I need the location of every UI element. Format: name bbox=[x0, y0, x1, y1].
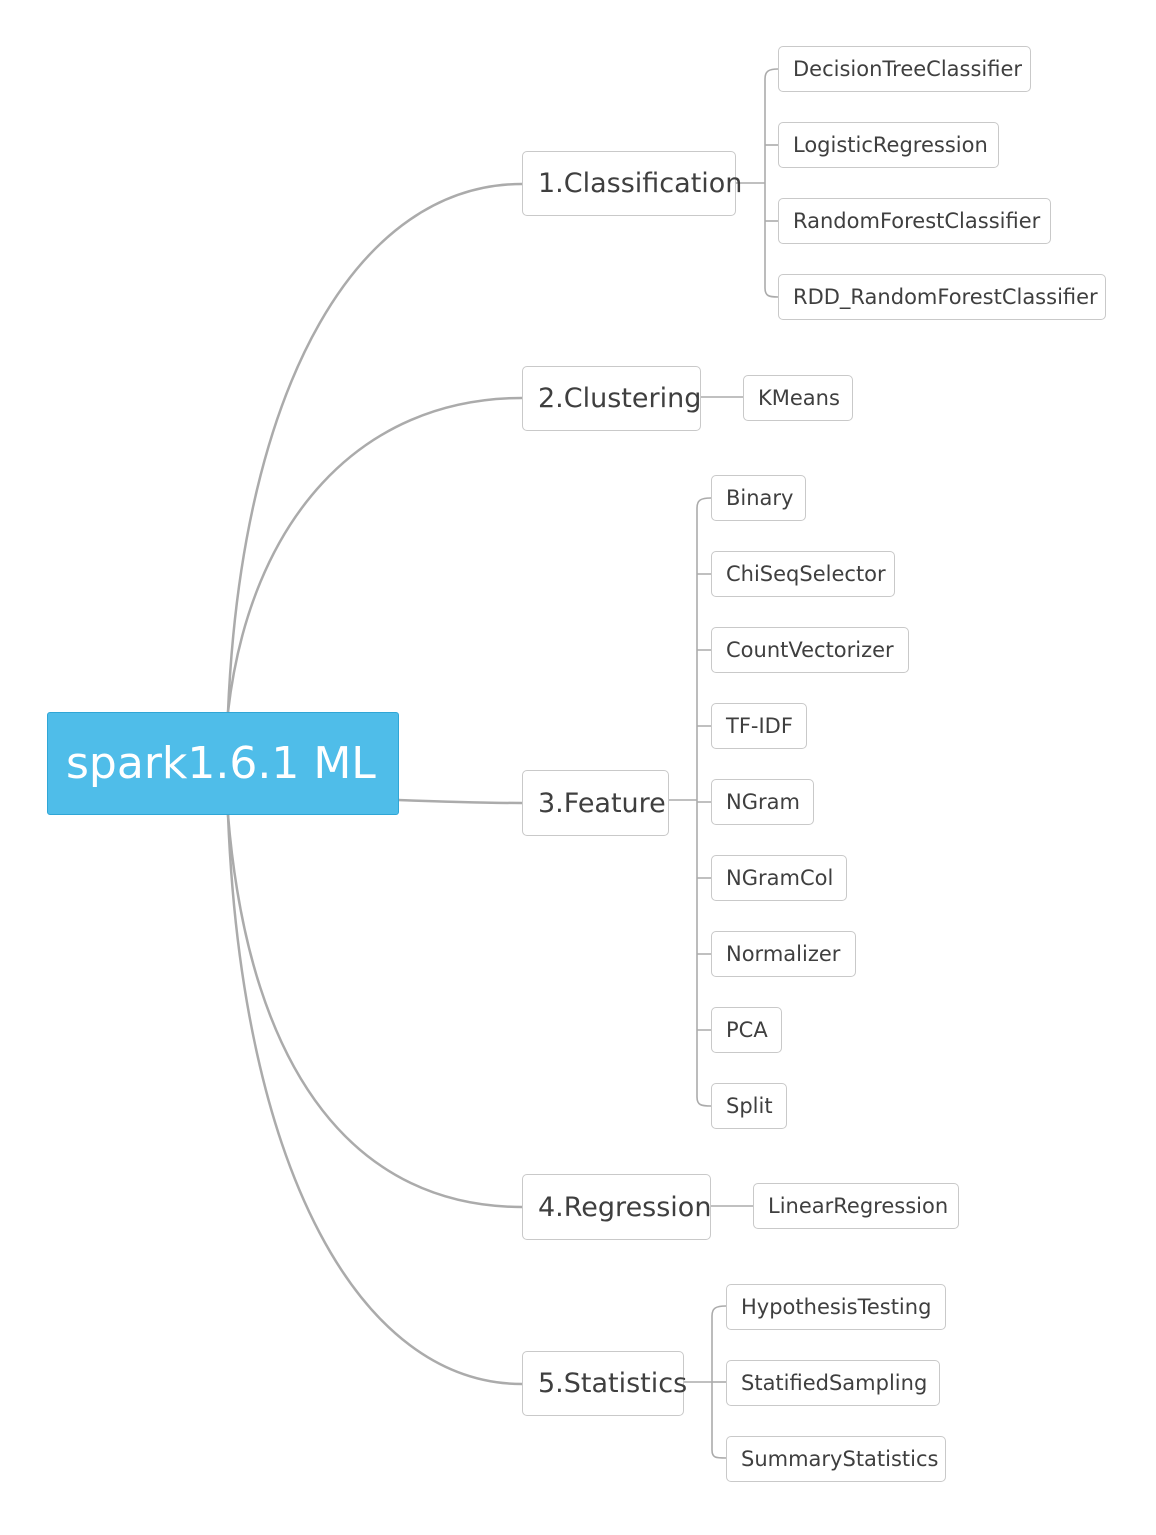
branch-feature[interactable]: 3.Feature bbox=[522, 770, 669, 836]
connector-root-regression bbox=[226, 814, 523, 1209]
leaf-linearregression[interactable]: LinearRegression bbox=[753, 1183, 959, 1229]
connector-root-statistics bbox=[226, 814, 523, 1386]
leaf-chiseqselector[interactable]: ChiSeqSelector bbox=[711, 551, 895, 597]
leaf-label: PCA bbox=[726, 1018, 768, 1042]
leaf-label: NGramCol bbox=[726, 866, 834, 890]
connector-statistics-spine bbox=[711, 1305, 727, 1459]
leaf-ngramcol[interactable]: NGramCol bbox=[711, 855, 847, 901]
connector-root-classification bbox=[226, 182, 523, 713]
root-topic-label: spark1.6.1 ML bbox=[66, 738, 376, 789]
leaf-label: TF-IDF bbox=[726, 714, 793, 738]
branch-regression-label: 4.Regression bbox=[538, 1191, 712, 1223]
leaf-kmeans[interactable]: KMeans bbox=[743, 375, 853, 421]
leaf-label: Normalizer bbox=[726, 942, 841, 966]
leaf-label: LinearRegression bbox=[768, 1194, 949, 1218]
leaf-label: HypothesisTesting bbox=[741, 1295, 932, 1319]
leaf-label: RandomForestClassifier bbox=[793, 209, 1041, 233]
branch-regression[interactable]: 4.Regression bbox=[522, 1174, 711, 1240]
leaf-decisiontreeclassifier[interactable]: DecisionTreeClassifier bbox=[778, 46, 1031, 92]
leaf-pca[interactable]: PCA bbox=[711, 1007, 782, 1053]
leaf-binary[interactable]: Binary bbox=[711, 475, 806, 521]
branch-classification-label: 1.Classification bbox=[538, 168, 743, 199]
connector-root-feature bbox=[397, 798, 523, 805]
leaf-label: RDD_RandomForestClassifier bbox=[793, 285, 1098, 309]
leaf-label: Binary bbox=[726, 486, 794, 510]
leaf-randomforestclassifier[interactable]: RandomForestClassifier bbox=[778, 198, 1051, 244]
branch-feature-label: 3.Feature bbox=[538, 787, 666, 819]
leaf-logisticregression[interactable]: LogisticRegression bbox=[778, 122, 999, 168]
leaf-normalizer[interactable]: Normalizer bbox=[711, 931, 856, 977]
leaf-countvectorizer[interactable]: CountVectorizer bbox=[711, 627, 909, 673]
leaf-tf-idf[interactable]: TF-IDF bbox=[711, 703, 807, 749]
connector-classification-spine bbox=[764, 68, 779, 298]
connector-feature-tick bbox=[697, 573, 711, 1031]
connector-root-clustering bbox=[226, 396, 523, 713]
branch-statistics[interactable]: 5.Statistics bbox=[522, 1351, 688, 1416]
branch-statistics-label: 5.Statistics bbox=[538, 1368, 688, 1399]
leaf-label: LogisticRegression bbox=[793, 133, 988, 157]
connector-feature-spine bbox=[696, 497, 712, 1107]
leaf-label: SummaryStatistics bbox=[741, 1447, 939, 1471]
leaf-label: Split bbox=[726, 1094, 773, 1118]
leaf-label: StatifiedSampling bbox=[741, 1371, 928, 1395]
leaf-ngram[interactable]: NGram bbox=[711, 779, 814, 825]
branch-clustering[interactable]: 2.Clustering bbox=[522, 366, 701, 431]
root-topic[interactable]: spark1.6.1 ML bbox=[47, 712, 399, 815]
leaf-summarystatistics[interactable]: SummaryStatistics bbox=[726, 1436, 946, 1482]
leaf-label: NGram bbox=[726, 790, 800, 814]
leaf-hypothesistesting[interactable]: HypothesisTesting bbox=[726, 1284, 946, 1330]
leaf-statifiedsampling[interactable]: StatifiedSampling bbox=[726, 1360, 940, 1406]
leaf-label: CountVectorizer bbox=[726, 638, 894, 662]
leaf-label: DecisionTreeClassifier bbox=[793, 57, 1023, 81]
branch-classification[interactable]: 1.Classification bbox=[522, 151, 742, 216]
leaf-label: ChiSeqSelector bbox=[726, 562, 886, 586]
branch-clustering-label: 2.Clustering bbox=[538, 383, 702, 414]
leaf-label: KMeans bbox=[758, 386, 840, 410]
leaf-split[interactable]: Split bbox=[711, 1083, 787, 1129]
leaf-rdd-randomforestclassifier[interactable]: RDD_RandomForestClassifier bbox=[778, 274, 1106, 320]
